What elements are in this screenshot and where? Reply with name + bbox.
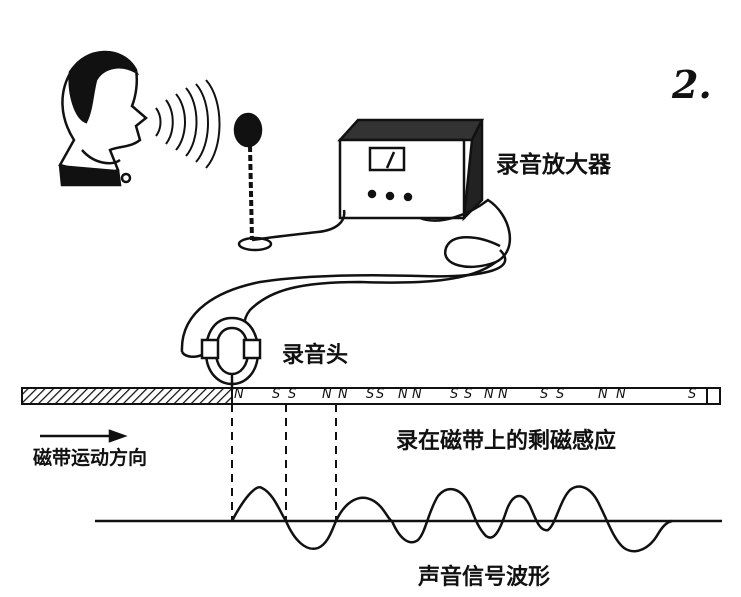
amplifier-box	[337, 118, 485, 222]
signal-waveform	[95, 485, 722, 553]
tape-pole: S	[688, 387, 697, 402]
tape-pole: N	[322, 387, 332, 402]
tape-pole: S	[376, 387, 385, 402]
tape-pole: N	[484, 387, 494, 402]
tape-pole: S	[272, 387, 281, 402]
recording-head	[200, 316, 262, 390]
sound-waves	[155, 79, 221, 169]
tape-pole: N	[498, 387, 508, 402]
tape-pole: N	[616, 387, 626, 402]
tape-direction-label: 磁带运动方向	[33, 447, 148, 469]
magnetic-tape	[21, 387, 721, 405]
tape-pole: N	[398, 387, 408, 402]
microphone	[233, 112, 273, 252]
tape-pole: N	[412, 387, 422, 402]
tape-pole: S	[288, 387, 297, 402]
tape-pole: S	[540, 387, 549, 402]
guide-lines	[231, 404, 337, 522]
remanence-label: 录在磁带上的剩磁感应	[396, 429, 617, 454]
direction-arrow	[40, 429, 128, 443]
tape-pole: S	[556, 387, 565, 402]
tape-pole: N	[598, 387, 608, 402]
tape-pole: S	[450, 387, 459, 402]
speaker-person	[58, 50, 148, 187]
amplifier-label: 录音放大器	[496, 152, 611, 178]
tape-pole: N	[234, 387, 244, 402]
figure-number: 2.	[672, 62, 712, 107]
tape-pole: N	[338, 387, 348, 402]
tape-pole: S	[366, 387, 375, 402]
record-head-label: 录音头	[282, 343, 349, 368]
waveform-label: 声音信号波形	[418, 565, 551, 590]
tape-pole: S	[464, 387, 473, 402]
